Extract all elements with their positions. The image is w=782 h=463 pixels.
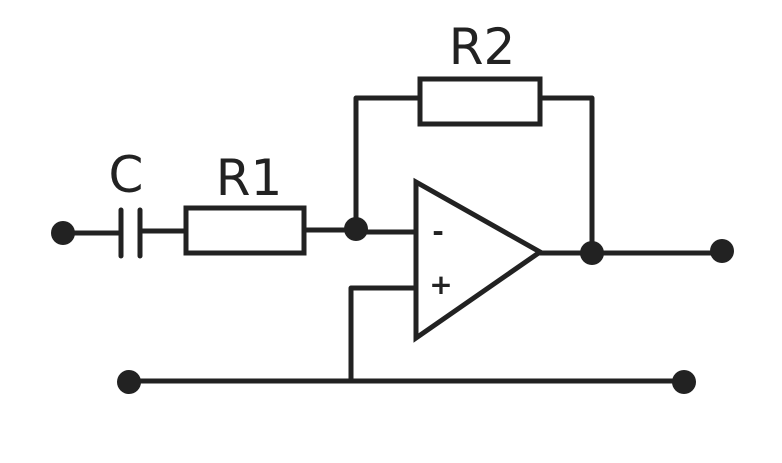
feedback-wire-right (537, 95, 595, 256)
output-junction-node (580, 241, 604, 265)
inverting-junction-node (344, 217, 368, 241)
inverting-input-sign: - (432, 215, 444, 248)
input-terminal (51, 221, 75, 245)
resistor-r2-label: R2 (449, 18, 516, 76)
non-inverting-input-wire (348, 285, 419, 384)
capacitor-label: C (109, 146, 144, 204)
resistor-r2 (417, 76, 543, 127)
op-amp-triangle (413, 177, 545, 343)
ground-right-terminal (672, 370, 696, 394)
feedback-wire-left (353, 95, 423, 233)
resistor-r1 (183, 205, 307, 256)
ground-left-terminal (117, 370, 141, 394)
resistor-r1-label: R1 (216, 149, 283, 207)
output-terminal (710, 239, 734, 263)
non-inverting-input-sign: + (429, 268, 452, 301)
